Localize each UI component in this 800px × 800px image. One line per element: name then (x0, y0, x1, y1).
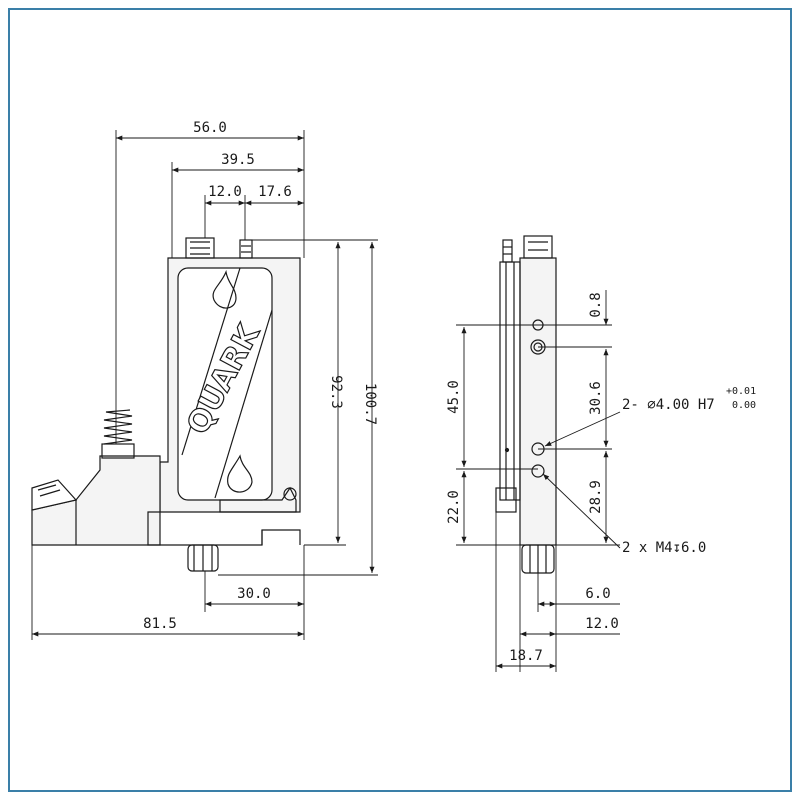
dim-label-mid-spacing: 30.6 (588, 381, 604, 415)
side-dimension-labels: 45.0 22.0 0.8 30.6 28.9 6.0 12.0 18.7 2-… (446, 292, 756, 664)
dim-label-lower-spacing: 28.9 (588, 480, 604, 514)
side-top-fitting-large (523, 235, 553, 259)
dim-label-hole-spacing: 45.0 (446, 380, 462, 414)
dim-label-thickness-mid: 12.0 (585, 616, 619, 632)
front-dimension-labels: 56.0 39.5 12.0 17.6 92.3 100.7 30.0 81.5 (143, 120, 378, 632)
dim-label-top-offset: 0.8 (588, 292, 604, 317)
small-dot (504, 447, 510, 453)
callout-pin-hole: 2- ⌀4.00 H7 (622, 397, 715, 413)
dim-label-port-spacing: 12.0 (208, 184, 242, 200)
spring-coil (103, 409, 133, 445)
port-fitting-left (185, 237, 215, 259)
port-fitting-right (239, 239, 253, 259)
dim-label-reservoir-width: 39.5 (221, 152, 255, 168)
dim-label-thickness-small: 6.0 (585, 586, 610, 602)
side-plate (499, 261, 521, 501)
clamp-bracket (219, 486, 297, 513)
base-lower-plate (147, 511, 301, 546)
dim-label-overall-width: 56.0 (193, 120, 227, 136)
front-view (31, 237, 301, 572)
callout-thread: 2 x M4↧6.0 (622, 540, 706, 556)
clamp-screw (283, 487, 297, 501)
dim-label-height-overall: 100.7 (362, 383, 378, 425)
side-view (495, 235, 557, 574)
dim-label-thickness-total: 18.7 (509, 648, 543, 664)
leader-thread (542, 473, 621, 549)
drawing-frame: QUARK 56.0 39.5 12.0 17.6 92.3 100.7 30.… (8, 8, 792, 792)
spring-base (101, 443, 135, 459)
technical-drawing: QUARK 56.0 39.5 12.0 17.6 92.3 100.7 30.… (8, 8, 792, 792)
upper-mount-hole (212, 269, 237, 309)
leader-pin-hole (544, 411, 621, 447)
side-connector (495, 487, 517, 513)
dim-label-nozzle-offset: 30.0 (237, 586, 271, 602)
dim-label-base-length: 81.5 (143, 616, 177, 632)
dim-label-lower-offset: 22.0 (446, 490, 462, 524)
front-dimensions (31, 130, 378, 640)
stripe-line (181, 267, 241, 456)
side-dimensions (456, 290, 621, 672)
stripe-line (214, 309, 273, 499)
dim-label-height-inner: 92.3 (328, 375, 344, 409)
callout-tol-upper: +0.01 (726, 386, 756, 397)
lower-mount-hole (227, 454, 253, 493)
sheet-border (8, 8, 792, 792)
side-body (519, 257, 557, 546)
callout-tol-lower: 0.00 (732, 400, 756, 411)
thread-hole-lower (531, 464, 545, 478)
dim-label-port-offset: 17.6 (258, 184, 292, 200)
side-top-fitting-small (502, 239, 513, 263)
